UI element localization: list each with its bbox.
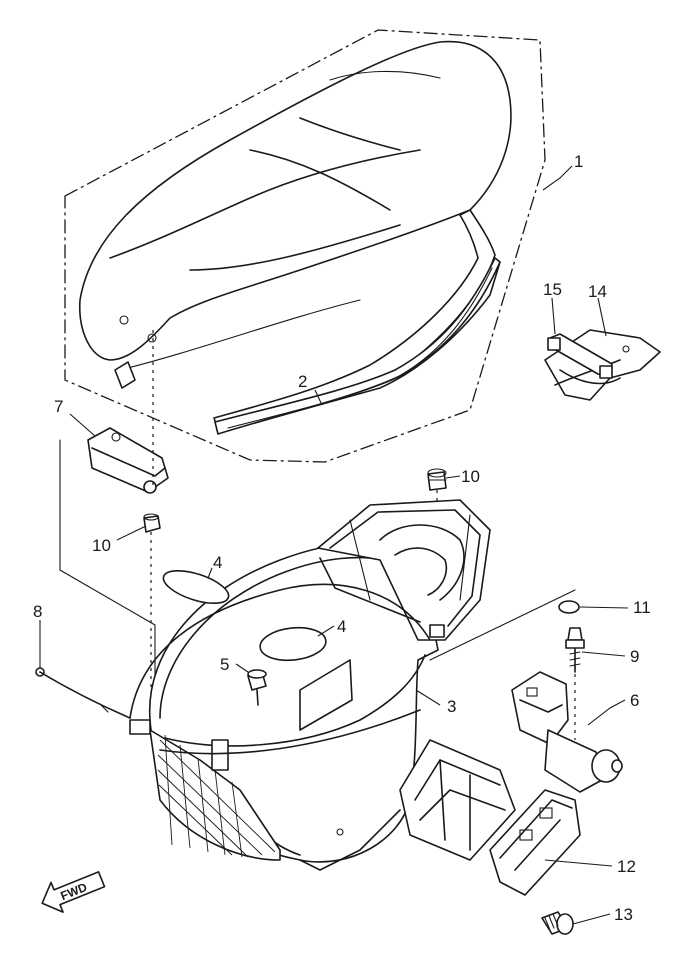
callout-5: 5 <box>220 655 229 674</box>
callout-15: 15 <box>543 280 562 299</box>
callout-6: 6 <box>630 691 639 710</box>
cover-plate <box>489 789 581 896</box>
latch-assembly <box>511 671 623 793</box>
callout-14: 14 <box>588 282 607 301</box>
box-lower-bracket <box>399 739 516 861</box>
screw <box>541 911 574 935</box>
callout-4-lower: 4 <box>337 617 346 636</box>
seat-cable <box>35 583 431 755</box>
seat-trim <box>214 257 501 435</box>
callout-12: 12 <box>617 857 636 876</box>
gasket-lower <box>259 626 327 662</box>
gasket-upper <box>162 569 230 605</box>
callout-7: 7 <box>54 397 63 416</box>
seat-assembly-boundary <box>64 29 546 463</box>
fwd-arrow: FWD <box>41 871 106 913</box>
callout-4-upper: 4 <box>213 553 222 572</box>
grommet-right <box>427 468 447 491</box>
washer <box>558 600 580 614</box>
callout-13: 13 <box>614 905 633 924</box>
callout-10-left: 10 <box>92 536 111 555</box>
callout-3: 3 <box>447 697 456 716</box>
strap <box>547 333 613 379</box>
callout-9: 9 <box>630 647 639 666</box>
callout-11: 11 <box>633 598 651 617</box>
bolt <box>247 669 267 706</box>
hinge-bracket <box>87 427 169 494</box>
seat <box>79 40 512 433</box>
callout-8: 8 <box>33 602 42 621</box>
stud-bolt <box>565 627 585 673</box>
callout-10-right: 10 <box>461 467 480 486</box>
storage-box <box>129 499 491 871</box>
guide-line-right <box>429 589 576 661</box>
callout-1: 1 <box>574 152 583 171</box>
callout-2: 2 <box>298 372 307 391</box>
grommet-left <box>143 513 161 533</box>
